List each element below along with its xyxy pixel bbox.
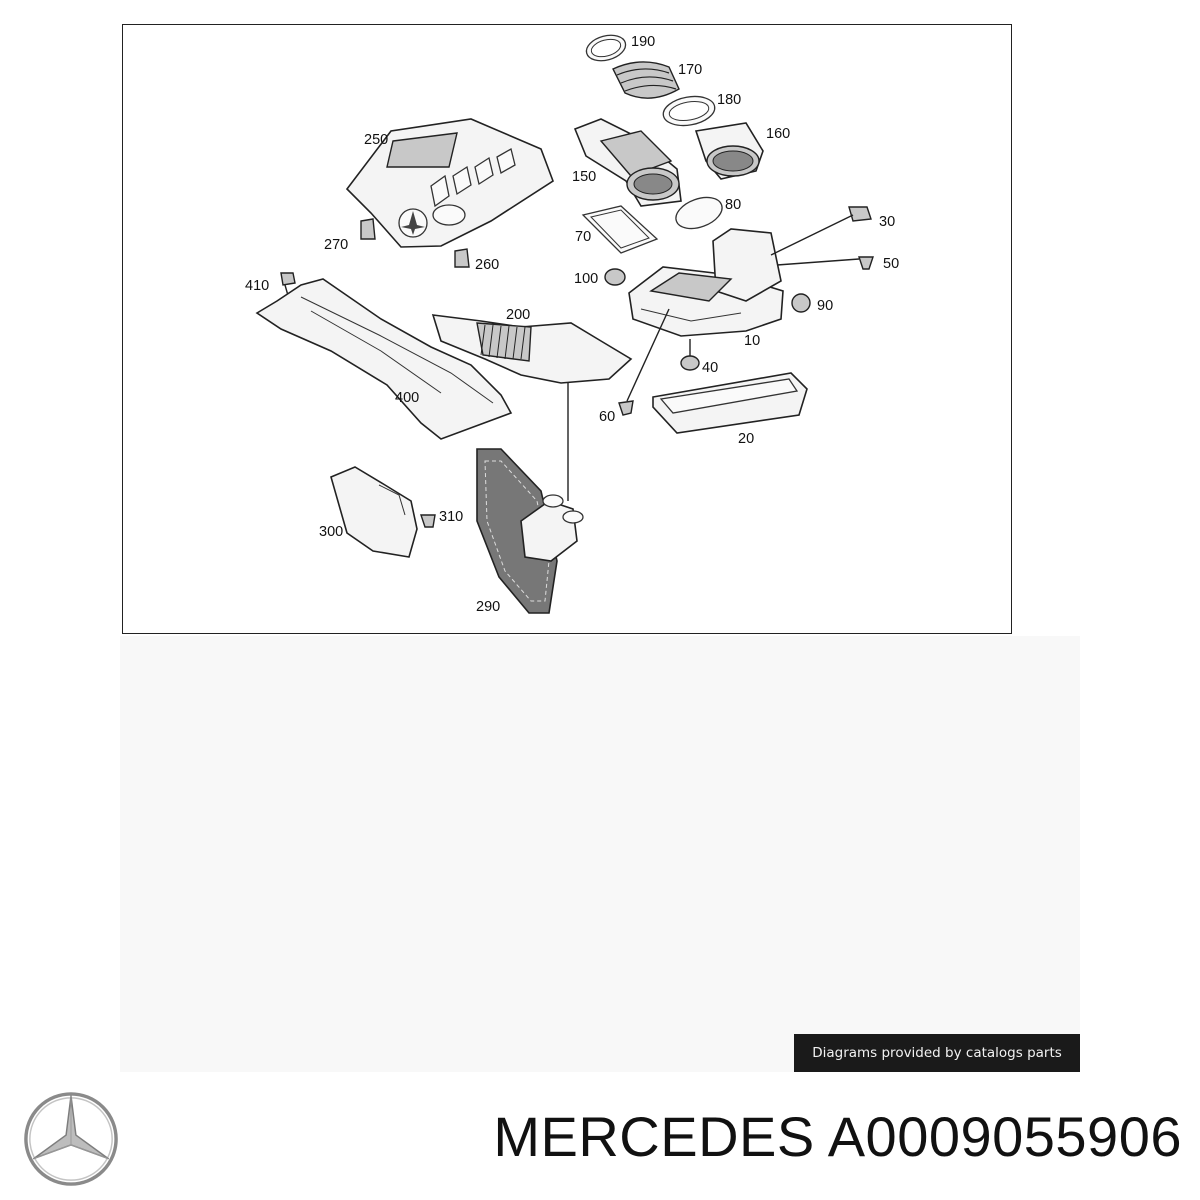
callout-410: 410 — [245, 278, 269, 294]
part-190-ring — [585, 34, 627, 62]
callout-50: 50 — [883, 256, 899, 272]
part-40-mount — [680, 339, 700, 371]
part-20-filter — [652, 372, 808, 434]
callout-290: 290 — [476, 599, 500, 615]
exploded-view: 190 170 180 160 250 150 80 30 70 270 50 … — [245, 34, 899, 615]
part-260-clip — [454, 248, 470, 268]
part-250-cover — [345, 118, 554, 248]
callout-170: 170 — [678, 62, 702, 78]
part-80-seal — [675, 196, 723, 230]
callout-150: 150 — [572, 169, 596, 185]
callout-250: 250 — [364, 132, 388, 148]
part-200-tube — [431, 314, 633, 501]
callout-20: 20 — [738, 431, 754, 447]
callout-30: 30 — [879, 214, 895, 230]
callout-70: 70 — [575, 229, 591, 245]
callout-10: 10 — [744, 333, 760, 349]
callout-160: 160 — [766, 126, 790, 142]
part-50-clip — [776, 256, 874, 270]
part-270-clip — [360, 218, 376, 240]
callout-260: 260 — [475, 257, 499, 273]
part-150-duct — [573, 118, 682, 207]
mercedes-star-icon — [24, 1092, 118, 1186]
part-310-clip — [420, 514, 436, 528]
callout-40: 40 — [702, 360, 718, 376]
callout-190: 190 — [631, 34, 655, 50]
part-400-cowl — [255, 278, 513, 440]
part-180-ring — [662, 95, 716, 127]
parts-diagram: 190 170 180 160 250 150 80 30 70 270 50 … — [122, 24, 1012, 634]
diagram-credit-badge: Diagrams provided by catalogs parts — [794, 1034, 1080, 1072]
part-number-title: MERCEDES A0009055906 — [493, 1105, 1182, 1168]
part-290-shield — [476, 448, 584, 614]
callout-100: 100 — [574, 271, 598, 287]
part-170-bellows — [612, 61, 680, 99]
callout-80: 80 — [725, 197, 741, 213]
callout-90: 90 — [817, 298, 833, 314]
callout-310: 310 — [439, 509, 463, 525]
callout-400: 400 — [395, 390, 419, 406]
part-300-bracket — [330, 466, 418, 558]
callout-60: 60 — [599, 409, 615, 425]
callout-200: 200 — [506, 307, 530, 323]
part-30-sensor — [770, 206, 872, 256]
part-90-grommet — [791, 293, 811, 313]
part-70-gasket — [581, 205, 659, 254]
callout-270: 270 — [324, 237, 348, 253]
image-backdrop — [120, 636, 1080, 1072]
part-160-intake — [694, 122, 764, 180]
callout-180: 180 — [717, 92, 741, 108]
part-60-clip — [618, 308, 670, 416]
part-100-seal — [604, 268, 626, 286]
callout-300: 300 — [319, 524, 343, 540]
part-10-airbox — [628, 228, 784, 337]
